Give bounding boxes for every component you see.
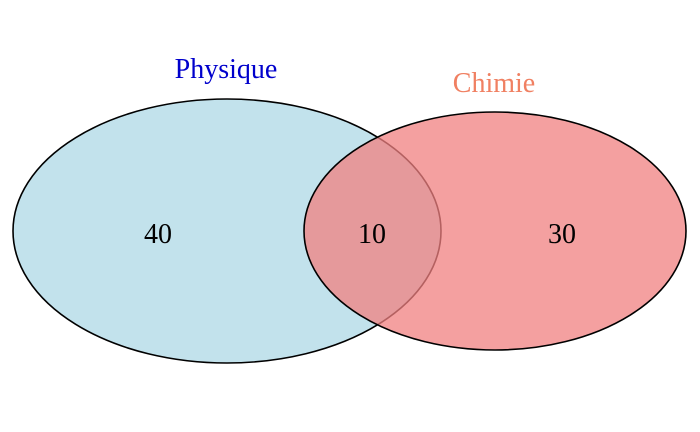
set-chimie-ellipse	[303, 111, 687, 351]
set-physique-label: Physique	[175, 54, 278, 85]
region-chimie-only-count: 30	[548, 219, 576, 250]
set-chimie-label: Chimie	[453, 68, 535, 99]
region-physique-only-count: 40	[144, 219, 172, 250]
region-intersection-count: 10	[358, 219, 386, 250]
